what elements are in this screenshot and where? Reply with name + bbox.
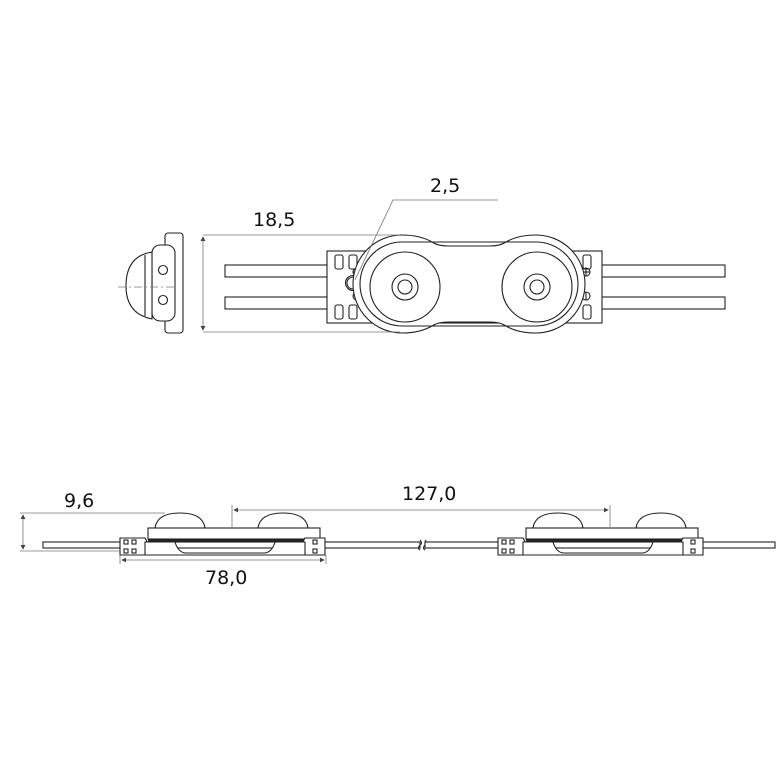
pin-slots	[334, 254, 592, 320]
dimension-hole: 2,5	[354, 175, 498, 281]
dimension-label-hole: 2,5	[430, 175, 460, 197]
dimension-label-length: 78,0	[205, 567, 247, 589]
dimension-length: 78,0	[119, 555, 327, 589]
led-lens-1	[369, 251, 441, 323]
dimension-label-pitch: 127,0	[402, 483, 456, 505]
module-side-2	[497, 512, 704, 556]
dimension-pitch: 127,0	[231, 483, 611, 528]
module-side-1	[119, 512, 326, 556]
dimension-label-side-height: 9,6	[64, 490, 94, 512]
dimension-label-height: 18,5	[253, 209, 295, 231]
led-lens-2	[501, 251, 573, 323]
end-view	[118, 232, 184, 334]
cable-side-left	[42, 541, 421, 549]
top-view: 18,5 2,5	[200, 175, 726, 334]
dimension-side-height: 9,6	[20, 490, 165, 552]
side-view: 9,6 127,0 78,0	[20, 483, 776, 589]
cable-side-right	[424, 541, 776, 549]
dimension-height: 18,5	[200, 209, 400, 333]
lens-housing	[352, 234, 586, 334]
